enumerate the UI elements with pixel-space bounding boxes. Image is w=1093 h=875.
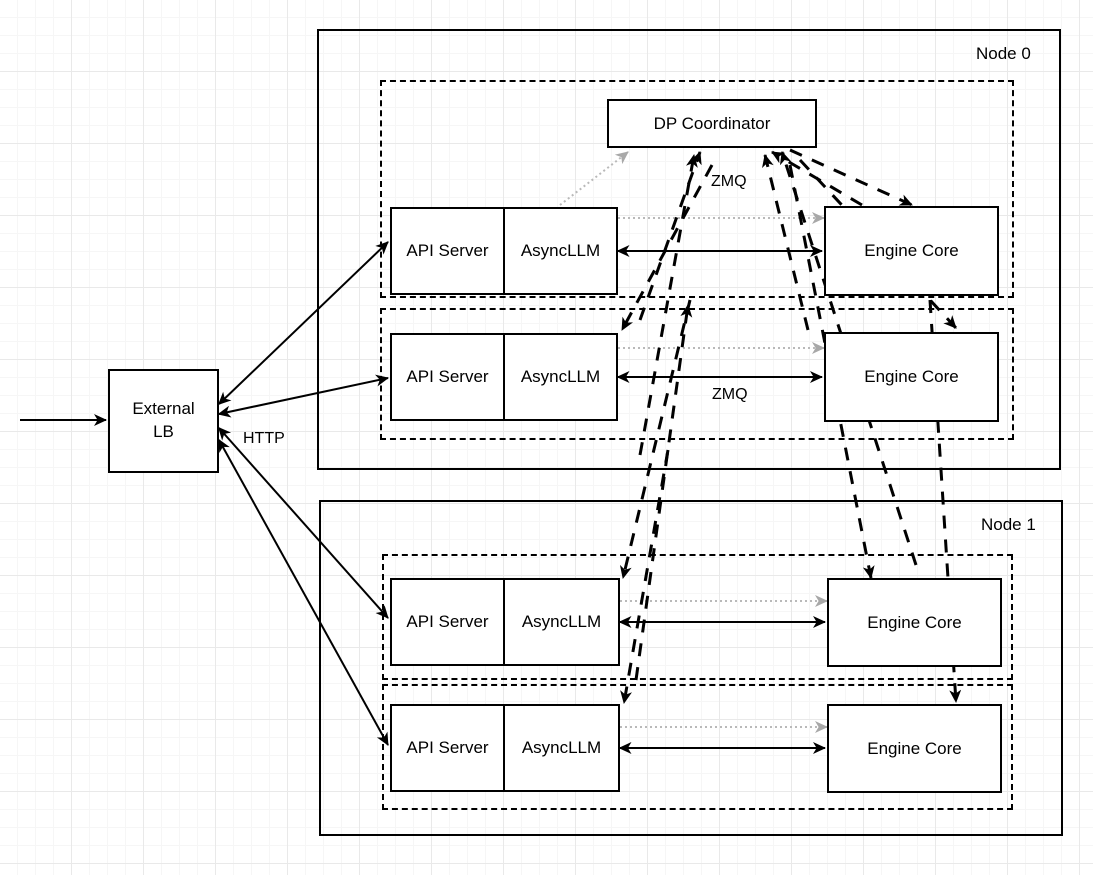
external-lb-label-line1: External bbox=[132, 399, 195, 419]
engine-core-box-1-0[interactable]: Engine Core bbox=[827, 578, 1002, 667]
zmq-label-node-0-top: ZMQ bbox=[711, 173, 747, 190]
api-server-label: API Server bbox=[406, 241, 489, 260]
async-llm-label: AsyncLLM bbox=[520, 367, 601, 386]
engine-core-label: Engine Core bbox=[867, 738, 962, 758]
engine-core-label: Engine Core bbox=[867, 612, 962, 632]
node-0-label: Node 0 bbox=[976, 44, 1031, 63]
api-server-cell-0-0[interactable]: API Server bbox=[392, 209, 505, 293]
node-0-api-async-box-1[interactable]: API Server AsyncLLM bbox=[390, 333, 618, 421]
node-1-row-1-group-frame bbox=[382, 684, 1013, 810]
engine-core-label: Engine Core bbox=[864, 241, 959, 260]
api-server-label: API Server bbox=[406, 367, 489, 386]
dp-coordinator-box[interactable]: DP Coordinator bbox=[607, 99, 817, 148]
async-llm-label: AsyncLLM bbox=[520, 241, 601, 260]
node-0-row-1-group-frame bbox=[380, 308, 1014, 440]
node-0-api-async-box-0[interactable]: API Server AsyncLLM bbox=[390, 207, 618, 295]
async-llm-cell-1-0[interactable]: AsyncLLM bbox=[505, 580, 618, 664]
engine-core-box-0-1[interactable]: Engine Core bbox=[824, 332, 999, 422]
http-label: HTTP bbox=[243, 430, 285, 447]
engine-core-box-1-1[interactable]: Engine Core bbox=[827, 704, 1002, 793]
external-lb-box[interactable]: External LB bbox=[108, 369, 219, 473]
api-server-label: API Server bbox=[406, 612, 489, 631]
async-llm-cell-0-0[interactable]: AsyncLLM bbox=[505, 209, 616, 293]
zmq-label-node-0-bottom: ZMQ bbox=[712, 386, 748, 403]
async-llm-label: AsyncLLM bbox=[521, 612, 602, 631]
async-llm-cell-0-1[interactable]: AsyncLLM bbox=[505, 335, 616, 419]
node-1-api-async-box-0[interactable]: API Server AsyncLLM bbox=[390, 578, 620, 666]
external-lb-label-line2: LB bbox=[153, 422, 174, 441]
node-1-api-async-box-1[interactable]: API Server AsyncLLM bbox=[390, 704, 620, 792]
api-server-cell-1-0[interactable]: API Server bbox=[392, 580, 505, 664]
api-server-cell-0-1[interactable]: API Server bbox=[392, 335, 505, 419]
engine-core-label: Engine Core bbox=[864, 367, 959, 386]
api-server-cell-1-1[interactable]: API Server bbox=[392, 706, 505, 790]
node-1-row-0-group-frame bbox=[382, 554, 1013, 680]
node-0-dp-group-frame bbox=[380, 80, 1014, 298]
node-1-frame bbox=[319, 500, 1063, 836]
async-llm-cell-1-1[interactable]: AsyncLLM bbox=[505, 706, 618, 790]
node-0-frame bbox=[317, 29, 1061, 470]
dp-coordinator-label: DP Coordinator bbox=[653, 113, 771, 133]
async-llm-label: AsyncLLM bbox=[521, 738, 602, 757]
engine-core-box-0-0[interactable]: Engine Core bbox=[824, 206, 999, 296]
api-server-label: API Server bbox=[406, 738, 489, 757]
node-1-label: Node 1 bbox=[981, 515, 1036, 534]
